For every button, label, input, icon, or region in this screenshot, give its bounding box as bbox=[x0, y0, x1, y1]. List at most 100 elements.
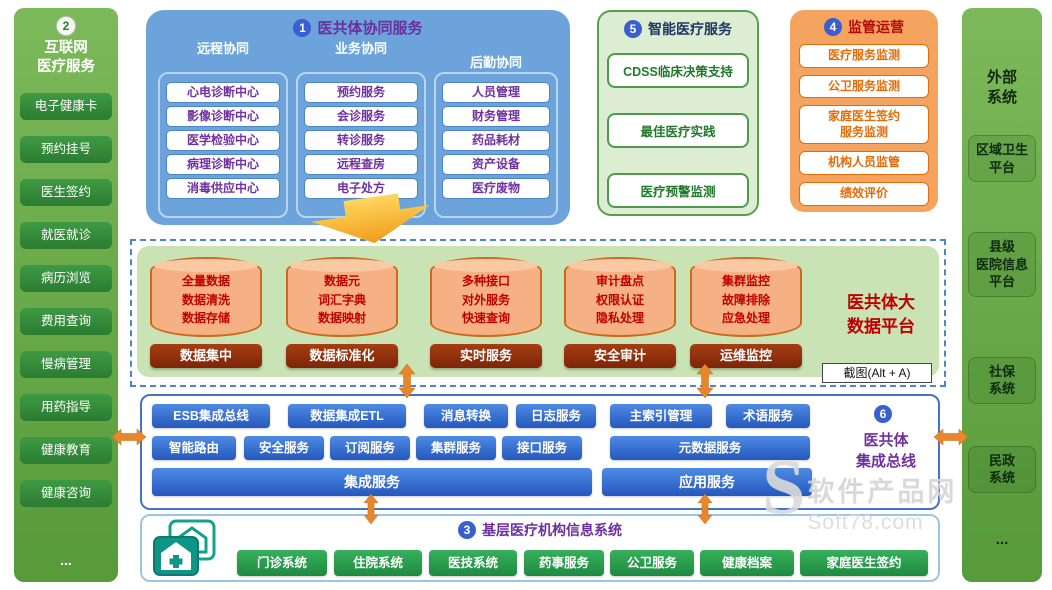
database-cylinder-icon: 全量数据 数据清洗 数据存储 bbox=[150, 257, 262, 337]
cylinder-text: 多种接口 对外服务 快速查询 bbox=[461, 274, 510, 326]
collab-item: 心电诊断中心 bbox=[166, 82, 280, 103]
vertical-double-arrow-icon bbox=[362, 493, 380, 529]
badge-6: 6 bbox=[874, 405, 892, 423]
vertical-double-arrow-icon bbox=[696, 363, 714, 403]
left-sidebar-item: 医生签约 bbox=[20, 178, 112, 206]
platform-title: 医共体大 数据平台 bbox=[847, 293, 915, 336]
bus-service-button: 接口服务 bbox=[502, 436, 582, 460]
platform-group-realtime-services: 多种接口 对外服务 快速查询 实时服务 bbox=[430, 257, 542, 368]
vertical-double-arrow-icon bbox=[696, 493, 714, 529]
big-data-platform-box: 全量数据 数据清洗 数据存储 数据集中 数据元 词汇字典 数据映射 数据标准化 … bbox=[130, 239, 946, 387]
external-system-item: 民政 系统 bbox=[968, 445, 1036, 493]
collab-item: 医学检验中心 bbox=[166, 130, 280, 151]
supervision-item: 机构人员监管 bbox=[799, 151, 929, 175]
external-system-item: 社保 系统 bbox=[968, 356, 1036, 404]
platform-label: 运维监控 bbox=[690, 344, 802, 368]
big-down-arrow-icon bbox=[289, 188, 445, 261]
database-cylinder-icon: 审计盘点 权限认证 隐私处理 bbox=[564, 257, 676, 337]
supervision-item: 绩效评价 bbox=[799, 181, 929, 206]
grassroots-system-button: 住院系统 bbox=[334, 550, 422, 576]
collab-item: 人员管理 bbox=[442, 82, 550, 103]
right-sidebar-more-ellipsis: ... bbox=[995, 531, 1009, 548]
right-panel-title: 外部 系统 bbox=[986, 69, 1017, 106]
screenshot-tooltip: 截图(Alt + A) bbox=[822, 363, 932, 383]
bus-service-button: 消息转换 bbox=[424, 404, 508, 428]
platform-label: 实时服务 bbox=[430, 344, 542, 368]
left-sidebar-item: 费用查询 bbox=[20, 307, 112, 335]
left-sidebar-item: 用药指导 bbox=[20, 393, 112, 421]
horizontal-double-arrow-icon bbox=[933, 428, 969, 451]
grassroots-system-button: 药事服务 bbox=[524, 550, 604, 576]
left-sidebar-item: 预约挂号 bbox=[20, 135, 112, 163]
collab-item: 预约服务 bbox=[304, 82, 418, 103]
badge-3: 3 bbox=[458, 521, 476, 539]
smart-item: 医疗预警监测 bbox=[607, 173, 749, 208]
left-sidebar-more-ellipsis: ... bbox=[60, 552, 72, 568]
platform-group-data-centralization: 全量数据 数据清洗 数据存储 数据集中 bbox=[150, 257, 262, 368]
supervision-item: 公卫服务监测 bbox=[799, 74, 929, 99]
database-cylinder-icon: 数据元 词汇字典 数据映射 bbox=[286, 257, 398, 337]
collab-item: 医疗废物 bbox=[442, 178, 550, 199]
bus-title: 医共体 集成总线 bbox=[855, 432, 916, 470]
smart-items-list: CDSS临床决策支持 最佳医疗实践 医疗预警监测 bbox=[599, 53, 757, 208]
grassroots-system-button: 健康档案 bbox=[700, 550, 794, 576]
collab-title: 医共体协同服务 bbox=[317, 20, 423, 37]
left-sidebar-item: 电子健康卡 bbox=[20, 92, 112, 120]
cylinder-text: 全量数据 数据清洗 数据存储 bbox=[181, 274, 230, 326]
collab-item: 转诊服务 bbox=[304, 130, 418, 151]
hospital-icon bbox=[152, 519, 218, 582]
external-system-item: 县级 医院信息 平台 bbox=[968, 232, 1036, 297]
platform-group-ops-monitoring: 集群监控 故障排除 应急处理 运维监控 bbox=[690, 257, 802, 368]
supervision-operations-box: 4 监管运营 医疗服务监测 公卫服务监测 家庭医生签约 服务监测 机构人员监管 … bbox=[790, 10, 938, 212]
grassroots-system-button: 门诊系统 bbox=[237, 550, 327, 576]
platform-label: 安全审计 bbox=[564, 344, 676, 368]
external-system-item: 区域卫生 平台 bbox=[968, 135, 1036, 183]
grassroots-title-row: 3 基层医疗机构信息系统 bbox=[142, 520, 938, 540]
badge-2: 2 bbox=[56, 16, 76, 36]
platform-group-data-standardization: 数据元 词汇字典 数据映射 数据标准化 bbox=[286, 257, 398, 368]
column-header-remote: 远程协同 bbox=[196, 41, 249, 56]
horizontal-double-arrow-icon bbox=[111, 428, 147, 451]
collab-item: 病理诊断中心 bbox=[166, 154, 280, 175]
bus-service-button: ESB集成总线 bbox=[152, 404, 270, 428]
logistics-collab-group: 人员管理 财务管理 药品耗材 资产设备 医疗废物 bbox=[434, 72, 558, 218]
column-header-business: 业务协同 bbox=[334, 41, 387, 56]
database-cylinder-icon: 多种接口 对外服务 快速查询 bbox=[430, 257, 542, 337]
smart-title-row: 5 智能医疗服务 bbox=[599, 12, 757, 39]
cylinder-text: 审计盘点 权限认证 隐私处理 bbox=[595, 274, 644, 326]
external-systems-panel: 外部 系统 区域卫生 平台 县级 医院信息 平台 社保 系统 民政 系统 ... bbox=[962, 8, 1042, 582]
left-sidebar-item: 健康教育 bbox=[20, 436, 112, 464]
grassroots-system-button: 家庭医生签约 bbox=[800, 550, 928, 576]
business-collab-group: 预约服务 会诊服务 转诊服务 远程查房 电子处方 bbox=[296, 72, 426, 218]
collab-item: 财务管理 bbox=[442, 106, 550, 127]
smart-item: 最佳医疗实践 bbox=[607, 113, 749, 148]
bus-service-button: 智能路由 bbox=[152, 436, 236, 460]
database-cylinder-icon: 集群监控 故障排除 应急处理 bbox=[690, 257, 802, 337]
smart-medical-services-box: 5 智能医疗服务 CDSS临床决策支持 最佳医疗实践 医疗预警监测 bbox=[597, 10, 759, 216]
collab-item: 药品耗材 bbox=[442, 130, 550, 151]
bus-service-button: 元数据服务 bbox=[610, 436, 810, 460]
collab-item: 远程查房 bbox=[304, 154, 418, 175]
cylinder-text: 集群监控 故障排除 应急处理 bbox=[721, 274, 770, 326]
left-sidebar-item: 慢病管理 bbox=[20, 350, 112, 378]
platform-label: 数据标准化 bbox=[286, 344, 398, 368]
supervision-title: 监管运营 bbox=[848, 19, 904, 35]
supervision-item: 家庭医生签约 服务监测 bbox=[799, 105, 929, 145]
smart-title: 智能医疗服务 bbox=[648, 21, 732, 37]
bus-service-button: 主索引管理 bbox=[610, 404, 712, 428]
collab-item: 影像诊断中心 bbox=[166, 106, 280, 127]
left-sidebar-item: 就医就诊 bbox=[20, 221, 112, 249]
badge-4: 4 bbox=[824, 18, 842, 36]
left-panel-title: 互联网 医疗服务 bbox=[37, 40, 95, 75]
badge-1: 1 bbox=[293, 18, 312, 37]
bus-service-button: 术语服务 bbox=[726, 404, 810, 428]
grassroots-title: 基层医疗机构信息系统 bbox=[482, 522, 622, 538]
platform-group-security-audit: 审计盘点 权限认证 隐私处理 安全审计 bbox=[564, 257, 676, 368]
grassroots-system-button: 医技系统 bbox=[429, 550, 517, 576]
left-sidebar-item: 病历浏览 bbox=[20, 264, 112, 292]
collab-title-row: 1 医共体协同服务 bbox=[146, 10, 570, 38]
smart-item: CDSS临床决策支持 bbox=[607, 53, 749, 88]
vertical-double-arrow-icon bbox=[398, 363, 416, 403]
supervision-title-row: 4 监管运营 bbox=[790, 10, 938, 37]
